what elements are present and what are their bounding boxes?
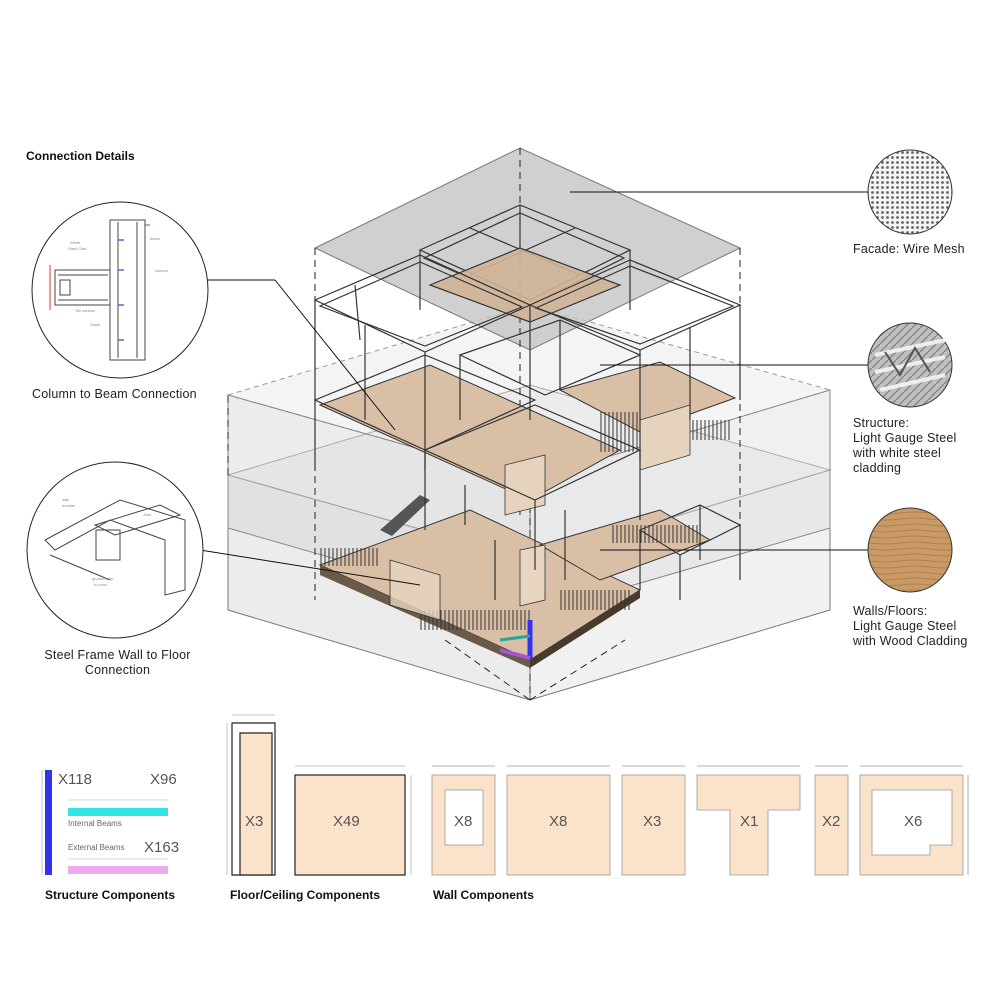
steel-frame: [313, 204, 742, 600]
sketch-note-beam: beam: [150, 236, 161, 241]
ground-floor: [318, 495, 712, 668]
floor-components-graphic: [226, 714, 412, 876]
wood-swatch: [867, 507, 953, 593]
wall-component-count-3: X3: [643, 813, 662, 830]
structure-caption-line4: cladding: [853, 461, 902, 475]
structure-caption-line3: with white steel: [853, 446, 941, 460]
external-beam-count: X163: [144, 839, 180, 856]
structure-components-heading: Structure Components: [45, 888, 176, 902]
wall-floor-caption: Steel Frame Wall to Floor Connection: [30, 648, 205, 678]
sketch-note-column: column: [155, 268, 168, 273]
sketch-note-white: White: [70, 240, 81, 245]
sketch-note-wall: wall: [62, 497, 69, 502]
walls-floors-caption-line2: Light Gauge Steel: [853, 619, 957, 633]
leader-lines: [199, 191, 868, 586]
connection-details-heading: Connection Details: [26, 149, 135, 163]
wall-floor-caption-line1: Steel Frame Wall to Floor: [44, 648, 191, 662]
structure-caption: Structure: Light Gauge Steel with white …: [853, 416, 956, 476]
column-beam-sketch: [31, 201, 209, 379]
sketch-note-tek-screws: Tek screws: [75, 308, 95, 313]
walls-floors-caption: Walls/Floors: Light Gauge Steel with Woo…: [853, 604, 968, 649]
wall-components-graphic: [431, 765, 969, 876]
wall-floor-sketch: [26, 461, 204, 639]
walls-floors-caption-line1: Walls/Floors:: [853, 604, 928, 618]
wire-mesh-swatch: [867, 149, 953, 235]
steel-swatch: [867, 322, 953, 408]
wall-floor-caption-line2: Connection: [84, 663, 151, 677]
internal-beam-label: Internal Beams: [68, 819, 122, 828]
sketch-note-studs: Studs: [90, 322, 101, 327]
sketch-note-ground-strip: ground strip: [92, 576, 114, 581]
middle-floor: [318, 361, 737, 516]
wall-component-count-1: X8: [454, 813, 473, 830]
external-beam-label: External Beams: [68, 843, 125, 852]
floor-component-count-1: X3: [245, 813, 264, 830]
wall-component-count-5: X2: [822, 813, 841, 830]
sketch-note-bracket: bracket: [62, 503, 76, 508]
column-beam-caption: Column to Beam Connection: [32, 387, 197, 401]
wall-component-count-6: X6: [904, 813, 923, 830]
wall-component-count-2: X8: [549, 813, 568, 830]
floor-component-count-2: X49: [333, 813, 360, 830]
sketch-note-joist: Joist: [143, 512, 152, 517]
wall-component-count-4: X1: [740, 813, 759, 830]
sketch-note-steel-clad: Steel Clad: [68, 246, 87, 251]
structure-caption-line2: Light Gauge Steel: [853, 431, 957, 445]
internal-beam-count: X96: [150, 771, 177, 788]
column-count: X118: [58, 771, 92, 788]
walls-floors-caption-line3: with Wood Cladding: [853, 634, 968, 648]
sketch-note-to-conc: to conc.: [94, 582, 109, 587]
structure-components-graphic: [41, 770, 168, 875]
facade-caption: Facade: Wire Mesh: [853, 242, 965, 256]
structure-caption-line1: Structure:: [853, 416, 910, 430]
wall-components-heading: Wall Components: [433, 888, 534, 902]
floor-components-heading: Floor/Ceiling Components: [230, 888, 380, 902]
